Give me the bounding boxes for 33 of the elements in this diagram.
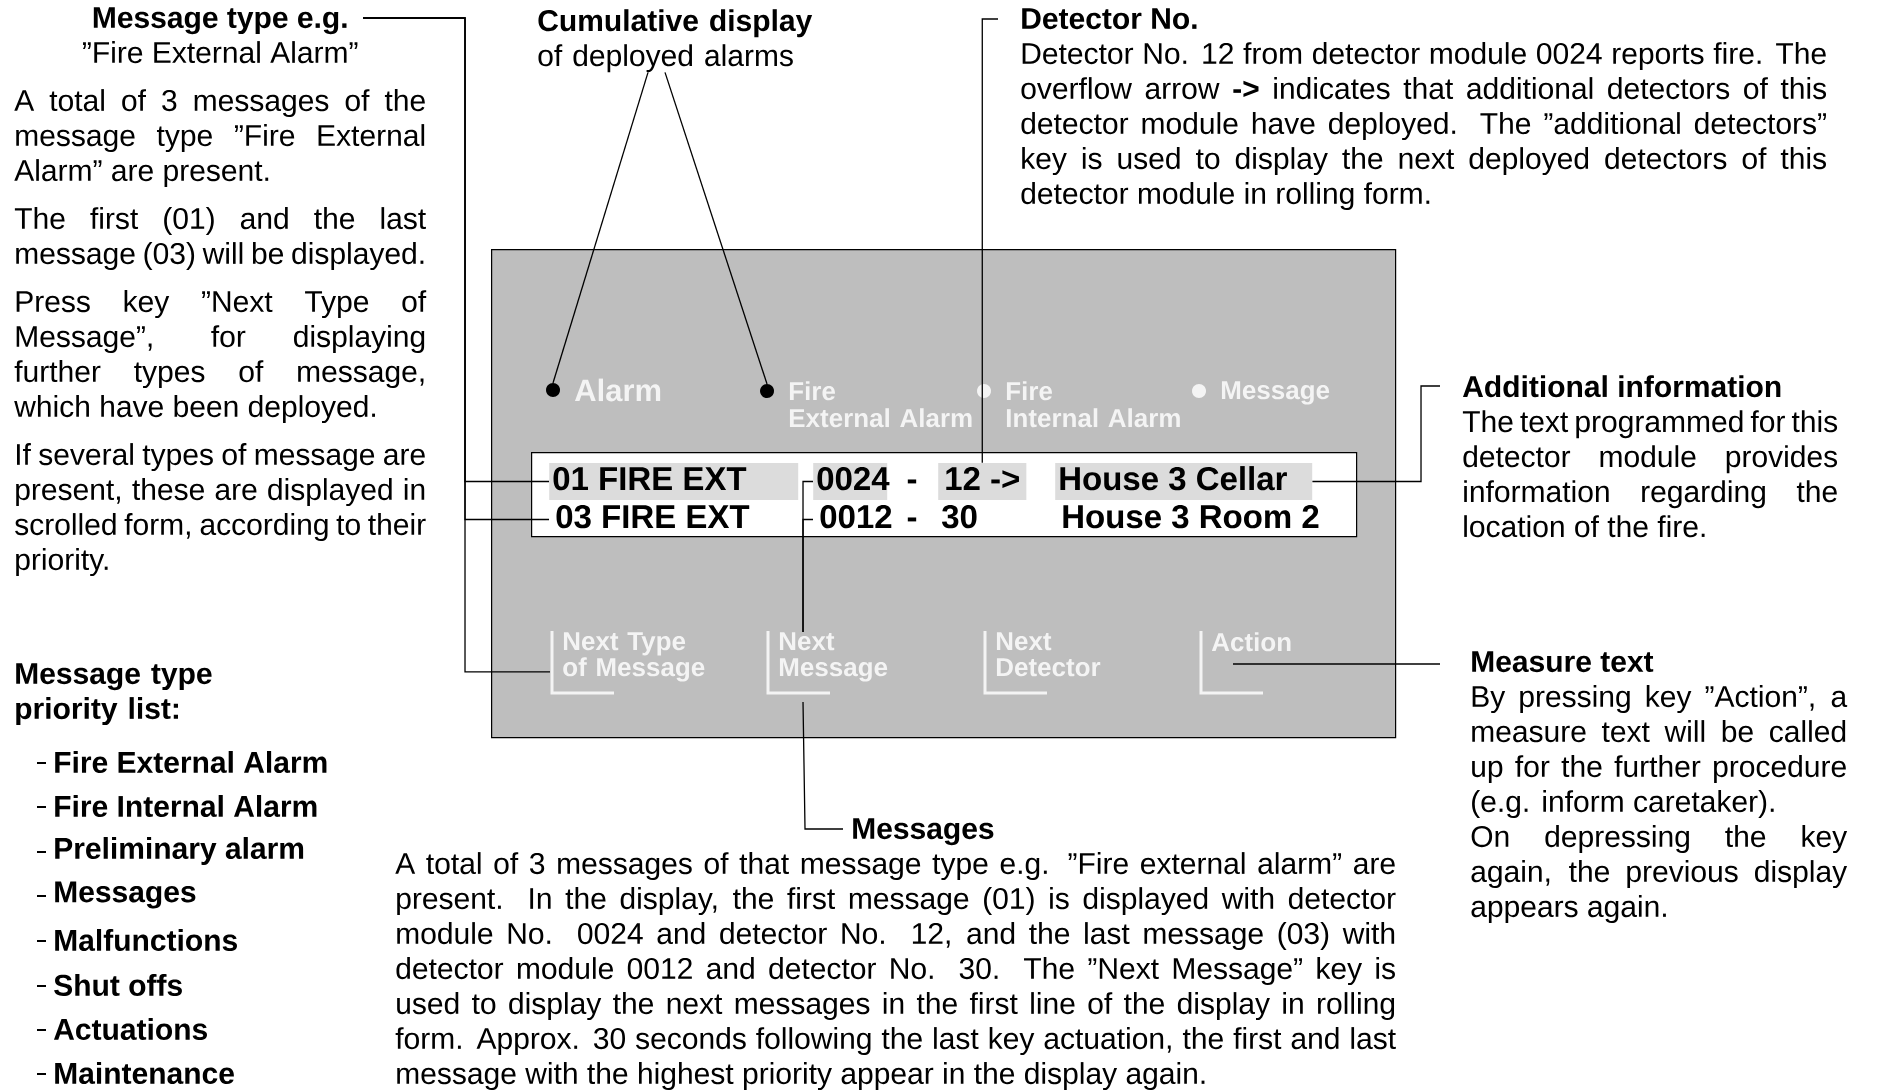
list-item: Fire External Alarm [36, 751, 327, 773]
list-item: Messages [36, 881, 196, 909]
leader-line [1232, 663, 1441, 665]
annotation-text: Message type e.g. ”Fire External Alarm” A total of 3 messages of the message type ”Fire External Alarm” are present. The first (01) and the last message (03) will be displayed. Press key ”Next Type of Message”, for displaying further types of message, which have been deployed. If several types of message are present, these are displayed in scrolled form, according to their priority. [14, 7, 427, 577]
list-item: Actuations [36, 1018, 207, 1040]
display-text: House 3 Room 2 [1063, 504, 1319, 529]
annotation-text: Additional information The text programmed for this detector module provides information regarding the location of the fire. [1462, 375, 1838, 538]
annotation-text: Measure text By pressing key ”Action”, a measure text will be called up for the further procedure (e.g. inform caretaker). On depressing the key again, the previous display appears again. [1471, 651, 1848, 924]
list-item: Malfunctions [36, 929, 237, 951]
display-cell: 0024 [813, 463, 890, 500]
annotation-text: Messages A total of 3 messages of that message type e.g. ”Fire external alarm” are present. In the display, the first message (01) is displayed with detector module No. 0024 and detector No. 12, and the last message (03) with detector module 0012 and detector No. 30. The ”Next Message” key is used to display the next messages in the first line of the display in rolling form. Approx. 30 seconds following the last key actuation, the first and last message with the highest priority appear in the display again. [395, 818, 1396, 1091]
leader-line [802, 701, 844, 830]
annotation-text: Detector No. Detector No. 12 from detector module 0024 reports fire. The overflow arrow -> indicates that additional detectors of this detector module have deployed. The ”additional detectors” key is used to display the next deployed detectors of this detector module in rolling form. [1021, 8, 1827, 211]
display-text: 0012 [820, 504, 892, 529]
leader-line [664, 71, 768, 385]
leader-line [1311, 385, 1441, 483]
list-item: Maintenance [36, 1062, 234, 1084]
list-heading: Message type priority list: [16, 663, 212, 726]
list-item: Preliminary alarm [36, 837, 304, 865]
leader-line [802, 518, 814, 633]
leader-line [981, 18, 999, 464]
list-item: Fire Internal Alarm [36, 795, 317, 817]
display-text: - [907, 517, 917, 522]
list-item: Shut offs [36, 974, 182, 996]
leader-line [552, 71, 649, 384]
annotation-text: Cumulative display of deployed alarms [538, 9, 813, 73]
display-text: - [907, 479, 917, 484]
leader-line [362, 17, 551, 673]
display-text: 30 [941, 504, 977, 529]
display-text: 03 FIRE EXT [556, 504, 750, 529]
display-cell: House 3 Cellar [1055, 463, 1313, 500]
display-cell: 12 -> [938, 463, 1027, 500]
display-cell: 01 FIRE EXT [549, 463, 799, 500]
